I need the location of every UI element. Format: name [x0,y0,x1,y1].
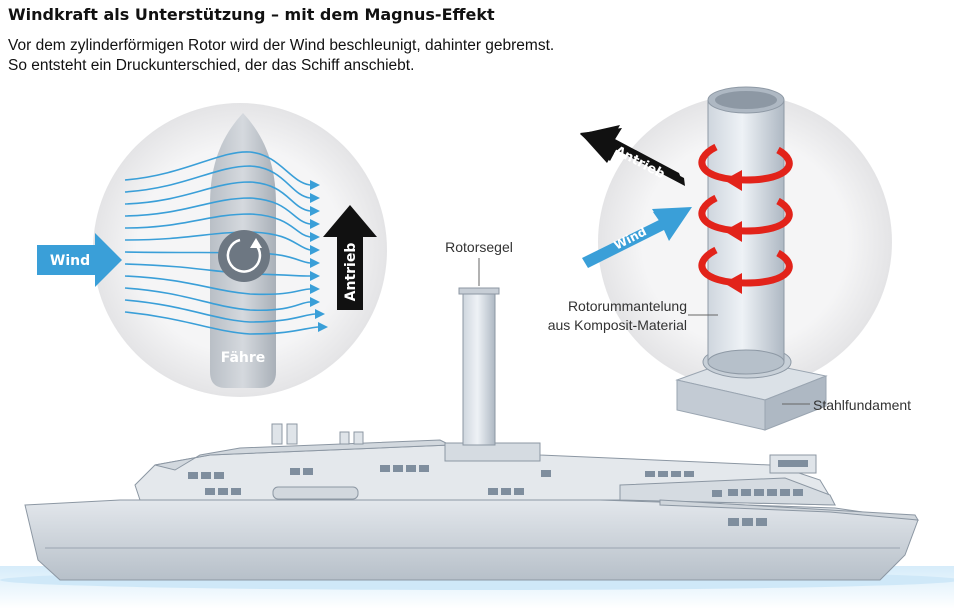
ship: Rotorsegel [0,239,954,609]
wind-arrow-left: Wind [37,233,122,287]
subtitle-line-2: So entsteht ein Druckunterschied, der da… [8,57,415,74]
ship-stacks [271,423,364,445]
sleeve-label-line1: Rotorummantelung [568,298,687,314]
rotor-topview [218,230,270,282]
wind-streamline-arrowheads [310,180,328,332]
thrust-arrow-left: Antrieb [323,205,377,310]
page-title: Windkraft als Unterstützung – mit dem Ma… [8,5,495,24]
ship-windows [188,465,803,526]
thrust-arrow-label: Antrieb [343,243,359,302]
subtitle-line-1: Vor dem zylinderförmigen Rotor wird der … [8,37,555,54]
left-detail: Fähre Wind Antrieb [37,103,387,397]
rotor-sail-label: Rotorsegel [445,239,513,255]
ship-rotor-sail [444,287,541,462]
ship-hull [24,499,919,581]
ferry-label: Fähre [221,350,266,366]
base-label: Stahlfundament [813,397,911,413]
page-subtitle: Vor dem zylinderförmigen Rotor wird der … [8,36,938,76]
sleeve-label-line2: aus Komposit-Material [548,317,687,333]
wind-arrow-label: Wind [50,253,90,269]
header: Windkraft als Unterstützung – mit dem Ma… [8,4,938,76]
rotation-arrows [698,143,793,287]
rotation-arrowheads [724,170,742,294]
right-detail: Antrieb Wind Rotorummantelung aus Kompos… [548,86,911,431]
